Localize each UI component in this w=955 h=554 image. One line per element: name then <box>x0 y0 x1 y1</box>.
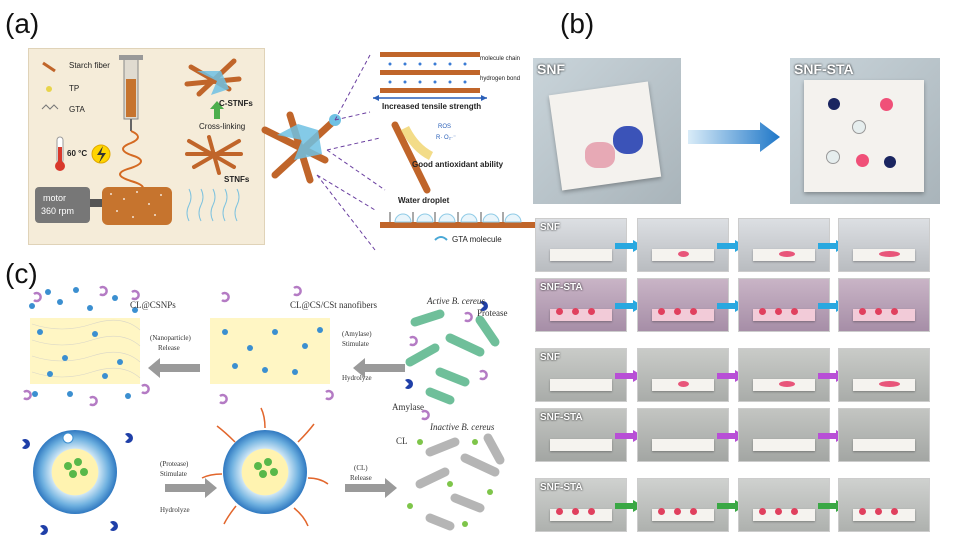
blue-arrow-right <box>688 122 780 152</box>
sequence-frame <box>637 348 729 402</box>
sequence-frame <box>738 408 830 462</box>
stnfs-label: STNFs <box>224 175 250 184</box>
sequence-frame <box>738 348 830 402</box>
snf-photo-label: SNF <box>537 61 565 77</box>
tensile-strength-label: Increased tensile strength <box>382 102 482 111</box>
sequence-frame <box>838 218 930 272</box>
cl-release-label-1: (CL) <box>354 464 368 472</box>
amylase-label: Amylase <box>392 402 424 412</box>
gta-molecule-label: GTA molecule <box>452 235 502 244</box>
legend-starch-fiber: Starch fiber <box>69 61 110 70</box>
hydrogen-bond-label: hydrogen bond <box>480 76 521 82</box>
cross-linking-label: Cross-linking <box>199 122 246 131</box>
molecule-chain-label: molecule chain <box>480 56 521 62</box>
sequence-arrow <box>615 240 643 252</box>
panel-b-photo-snf-sta: SNF-STA <box>790 58 940 204</box>
cl-csnps-label: CL@CSNPs <box>130 300 176 310</box>
sequence-frame <box>637 408 729 462</box>
sequence-frame: SNF <box>535 218 627 272</box>
sequence-arrow <box>615 430 643 442</box>
cl-label: CL <box>396 436 408 446</box>
cl-release-label-2: Release <box>350 474 372 482</box>
sequence-frame <box>637 278 729 332</box>
panel-c-schematic <box>22 285 505 535</box>
amylase-step-label-3: Hydrolyze <box>342 374 372 382</box>
legend-gta: GTA <box>69 105 85 114</box>
motor-label: motor <box>43 193 67 203</box>
sequence-frame <box>838 278 930 332</box>
c-stnfs-label: C-STNFs <box>219 99 253 108</box>
nanofibers-label: CL@CS/CSt nanofibers <box>290 300 378 310</box>
protease-label: Protease <box>477 308 508 318</box>
amylase-step-label-2: Stimulate <box>342 340 369 348</box>
panel-label-a: (a) <box>5 8 40 39</box>
nanoparticle-release-label-2: Release <box>158 344 180 352</box>
sequence-frame <box>738 218 830 272</box>
panel-label-b: (b) <box>560 8 595 39</box>
antioxidant-label: Good antioxidant ability <box>412 160 504 169</box>
sequence-frame <box>838 478 930 532</box>
ros-label: ROS <box>438 124 452 130</box>
sequence-row-label: SNF <box>540 352 560 363</box>
protease-step-label-2: Stimulate <box>160 470 187 478</box>
sequence-row-label: SNF-STA <box>540 412 583 423</box>
snf-sta-photo-label: SNF-STA <box>794 61 854 77</box>
sequence-frame <box>637 478 729 532</box>
panel-label-c: (c) <box>5 258 38 289</box>
sequence-row-label: SNF-STA <box>540 282 583 293</box>
sequence-arrow <box>615 370 643 382</box>
sequence-frame <box>738 478 830 532</box>
electrospinning-illustration <box>35 55 243 225</box>
protease-step-label-1: (Protease) <box>160 460 189 468</box>
motor-speed-label: 360 rpm <box>41 206 75 216</box>
sequence-row-label: SNF <box>540 222 560 233</box>
sequence-frame: SNF-STA <box>535 278 627 332</box>
protease-step-label-3: Hydrolyze <box>160 506 190 514</box>
sequence-frame: SNF-STA <box>535 408 627 462</box>
amylase-step-label-1: (Amylase) <box>342 330 372 338</box>
sequence-frame: SNF <box>535 348 627 402</box>
sequence-arrow <box>615 300 643 312</box>
water-droplet-label: Water droplet <box>398 196 450 205</box>
nanoparticle-release-label-1: (Nanoparticle) <box>150 334 191 342</box>
legend-tp: TP <box>69 84 80 93</box>
active-b-cereus-label: Active B. cereus <box>427 296 485 306</box>
temperature-label: 60 °C <box>67 149 88 158</box>
sequence-arrow <box>615 500 643 512</box>
panel-b-photo-snf: SNF <box>533 58 681 204</box>
panel-a-schematic: Starch fiber TP GTA 60 °C motor 360 rpm … <box>28 48 265 245</box>
radicals-label: R· O₂·⁻ <box>436 135 457 141</box>
inactive-b-cereus-label: Inactive B. cereus <box>430 422 495 432</box>
sequence-row-label: SNF-STA <box>540 482 583 493</box>
sequence-frame: SNF-STA <box>535 478 627 532</box>
sequence-frame <box>838 408 930 462</box>
sequence-frame <box>637 218 729 272</box>
panel-a-zoom-illustration <box>261 52 535 251</box>
sequence-frame <box>738 278 830 332</box>
sequence-frame <box>838 348 930 402</box>
